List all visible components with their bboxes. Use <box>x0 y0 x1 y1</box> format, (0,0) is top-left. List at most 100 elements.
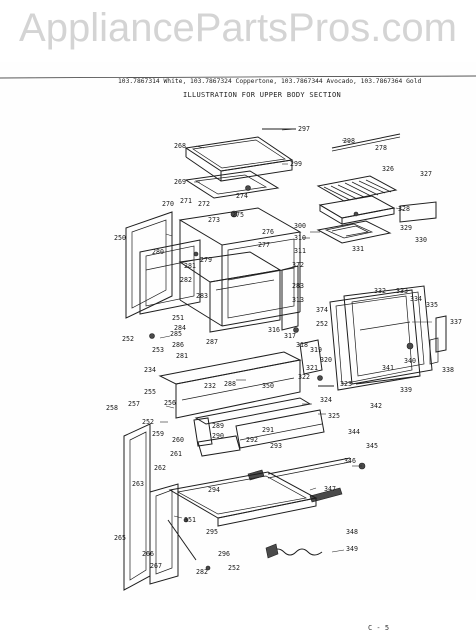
bar-344-b <box>267 461 351 479</box>
page-number: C - 5 <box>368 624 390 632</box>
part-label: 265 <box>114 534 126 542</box>
part-label: 282 <box>196 568 208 576</box>
screw-374 <box>293 327 299 333</box>
part-label: 296 <box>218 550 230 558</box>
part-label: 274 <box>236 192 248 200</box>
part-label: 298 <box>343 137 355 145</box>
part-label: 267 <box>150 562 162 570</box>
part-label: 259 <box>152 430 164 438</box>
inner-frame-280 <box>139 239 201 315</box>
part-label: 310 <box>294 234 306 242</box>
part-label: 261 <box>170 450 182 458</box>
part-label: 345 <box>366 442 378 450</box>
panel-262 <box>149 483 179 585</box>
leader-lines <box>159 128 432 553</box>
cooktop-frame-part <box>184 136 294 182</box>
part-label: 250 <box>114 234 126 242</box>
part-label: 268 <box>174 142 186 150</box>
part-label: 331 <box>352 245 364 253</box>
part-346 <box>309 487 343 503</box>
part-label: 232 <box>204 382 216 390</box>
sheet-edge <box>0 75 476 79</box>
part-label: 346 <box>344 457 356 465</box>
part-label: 316 <box>268 326 280 334</box>
screw-279 <box>193 251 199 257</box>
part-label: 320 <box>320 356 332 364</box>
model-numbers-line: 103.7867314 White, 103.7867324 Copperton… <box>118 78 422 85</box>
knob-275 <box>230 210 238 218</box>
screw-282 <box>205 565 211 571</box>
part-label: 280 <box>152 248 164 256</box>
part-label: 350 <box>262 382 274 390</box>
part-label: 251 <box>172 314 184 322</box>
part-label: 252 <box>228 564 240 572</box>
part-label: 311 <box>294 247 306 255</box>
broiler-pan-part <box>318 195 396 225</box>
part-293 <box>247 469 265 481</box>
part-label: 252 <box>122 335 134 343</box>
screw-329 <box>353 211 359 217</box>
screw-274 <box>245 185 251 191</box>
part-label: 287 <box>206 338 218 346</box>
part-label: 266 <box>142 550 154 558</box>
part-label: 282 <box>180 276 192 284</box>
part-label: 319 <box>310 346 322 354</box>
part-label: 284 <box>174 324 186 332</box>
part-label: 234 <box>144 366 156 374</box>
screw-294 <box>183 517 189 523</box>
panel-327 <box>399 201 437 223</box>
part-number-labels: 297 298 278 268 299 326 327 269 274 270 … <box>106 125 462 576</box>
part-label: 292 <box>246 436 258 444</box>
grill-rack-part <box>316 175 398 202</box>
part-label: 329 <box>400 224 412 232</box>
part-label: 341 <box>382 364 394 372</box>
part-label: 283 <box>196 292 208 300</box>
part-label: 293 <box>270 442 282 450</box>
part-label: 325 <box>328 412 340 420</box>
part-label: 277 <box>258 241 270 249</box>
part-label: 333 <box>396 287 408 295</box>
part-label: 334 <box>410 295 422 303</box>
part-label: 339 <box>400 386 412 394</box>
parts-diagram-sheet: 103.7867314 White, 103.7867324 Copperton… <box>0 62 476 632</box>
part-256 <box>193 417 213 447</box>
part-label: 335 <box>426 301 438 309</box>
drip-tray-part <box>184 170 280 199</box>
part-label: 262 <box>154 464 166 472</box>
part-label: 326 <box>382 165 394 173</box>
part-label: 257 <box>128 400 140 408</box>
part-label: 327 <box>420 170 432 178</box>
part-label: 348 <box>346 528 358 536</box>
part-label: 263 <box>132 480 144 488</box>
part-320 <box>317 375 323 381</box>
part-label: 347 <box>324 485 336 493</box>
part-label: 340 <box>404 357 416 365</box>
bracket-316 <box>299 339 323 375</box>
part-label: 252 <box>142 418 154 426</box>
hinge-340 <box>406 342 414 350</box>
part-label: 291 <box>262 426 274 434</box>
part-label: 332 <box>374 287 386 295</box>
side-panel-265 <box>123 423 151 591</box>
inner-panel-283 <box>178 251 282 333</box>
part-label: 318 <box>296 341 308 349</box>
part-label: 295 <box>206 528 218 536</box>
part-label: 288 <box>224 380 236 388</box>
side-panel-250 <box>125 211 173 319</box>
part-label: 372 <box>292 261 304 269</box>
side-313 <box>281 265 299 331</box>
bottom-pan-347 <box>168 471 318 527</box>
rod-part-shadow <box>331 136 401 152</box>
watermark-text: AppliancePartsPros.com <box>19 6 457 50</box>
diagram-title: ILLUSTRATION FOR UPPER BODY SECTION <box>183 91 342 99</box>
part-label: 299 <box>290 160 302 168</box>
part-label: 253 <box>152 346 164 354</box>
part-label: 269 <box>174 178 186 186</box>
part-label: 342 <box>370 402 382 410</box>
part-label: 344 <box>348 428 360 436</box>
part-label: 258 <box>106 404 118 412</box>
part-label: 289 <box>212 422 224 430</box>
part-label: 286 <box>172 341 184 349</box>
upper-oven-cavity <box>178 207 302 327</box>
part-label: 349 <box>346 545 358 553</box>
